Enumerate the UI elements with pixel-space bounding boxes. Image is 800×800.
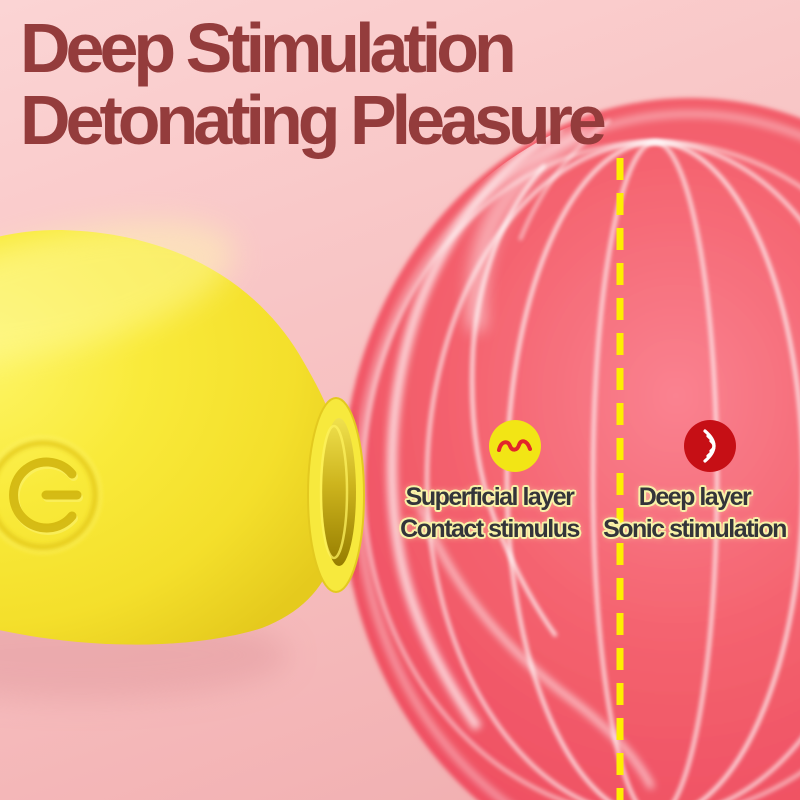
sonic-wave-glyph xyxy=(702,429,716,463)
device-top-highlight xyxy=(0,220,236,364)
callout-left-line2: Contact stimulus xyxy=(400,515,580,543)
callout-deep-layer: Deep layer Sonic stimulation xyxy=(577,420,800,545)
callout-left-line1: Superficial layer xyxy=(405,483,575,511)
headline-line1: Deep Stimulation xyxy=(20,9,517,87)
contact-wave-icon xyxy=(488,420,541,472)
suction-nozzle xyxy=(307,397,365,593)
power-button[interactable] xyxy=(0,436,102,554)
callout-right-line2: Sonic stimulation xyxy=(603,515,787,543)
callout-superficial-layer: Superficial layer Contact stimulus xyxy=(372,420,607,545)
sonic-wave-icon xyxy=(683,420,736,472)
headline-line2: Detonating Pleasure xyxy=(20,81,607,159)
headline: Deep Stimulation Detonating Pleasure xyxy=(20,9,607,159)
power-button-g-glyph xyxy=(9,457,83,535)
contact-wave-glyph xyxy=(496,439,532,452)
sphere-splash-streaks xyxy=(387,118,655,790)
callout-right-line1: Deep layer xyxy=(638,483,752,511)
yellow-suction-device xyxy=(0,220,365,700)
